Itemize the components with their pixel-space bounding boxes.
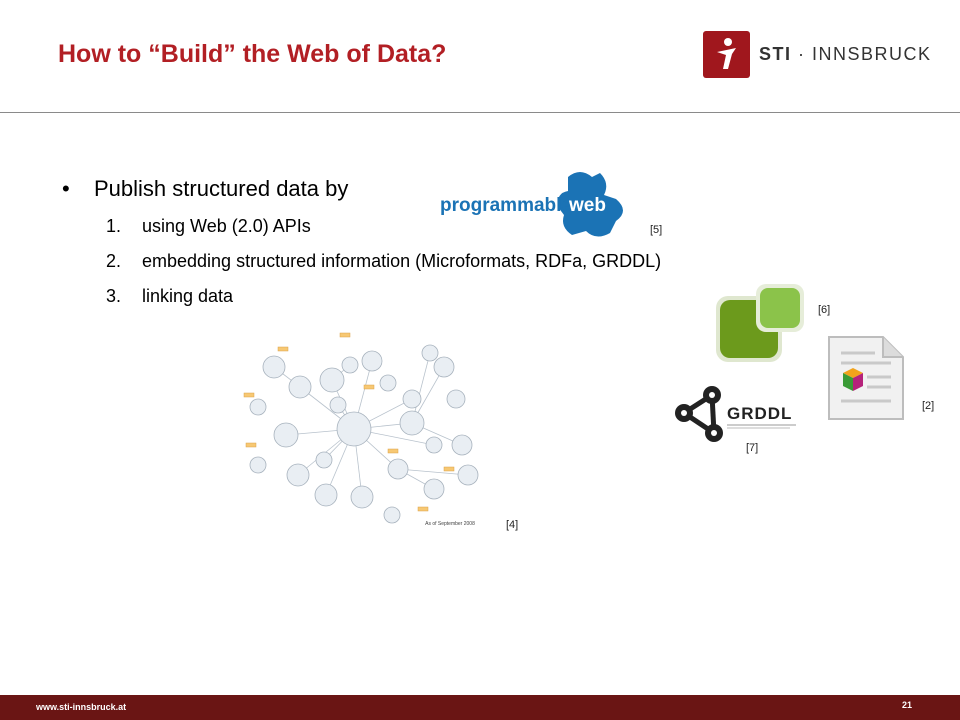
sti-innsbruck-logo: STI · INNSBRUCK <box>703 31 930 81</box>
grddl-logo: GRDDL <box>672 383 800 447</box>
footer-bar: www.sti-innsbruck.at 21 <box>0 695 960 720</box>
reference-6: [6] <box>818 304 831 316</box>
bullet-item: • Publish structured data by <box>62 176 348 202</box>
logo-text: STI · INNSBRUCK <box>759 44 932 64</box>
list-item: 1.using Web (2.0) APIs <box>106 216 311 236</box>
programmableweb-web-text: web <box>568 195 606 216</box>
list-item: 2.embedding structured information (Micr… <box>106 251 662 271</box>
reference-5: [5] <box>650 224 663 236</box>
grddl-text: GRDDL <box>727 404 792 423</box>
list-item: 3.linking data <box>106 286 234 306</box>
page-number: 21 <box>902 700 913 710</box>
slide-title: How to “Build” the Web of Data? <box>58 40 447 68</box>
bullet-text: Publish structured data by <box>94 176 349 201</box>
programmableweb-text: programmable <box>440 195 572 216</box>
footer-url: www.sti-innsbruck.at <box>36 702 127 712</box>
diagram-caption: As of September 2008 <box>425 521 475 527</box>
reference-2: [2] <box>922 400 935 412</box>
sti-logo-mark-icon <box>703 31 750 78</box>
rdfa-document-icon <box>823 333 909 423</box>
bullet-icon: • <box>62 176 70 201</box>
green-stacked-squares-icon <box>712 282 808 368</box>
linked-data-cloud-diagram: As of September 2008 <box>238 325 496 530</box>
programmableweb-logo: programmable web <box>440 165 635 245</box>
reference-7: [7] <box>746 442 759 454</box>
reference-4: [4] <box>506 519 519 531</box>
header-divider <box>0 112 960 113</box>
